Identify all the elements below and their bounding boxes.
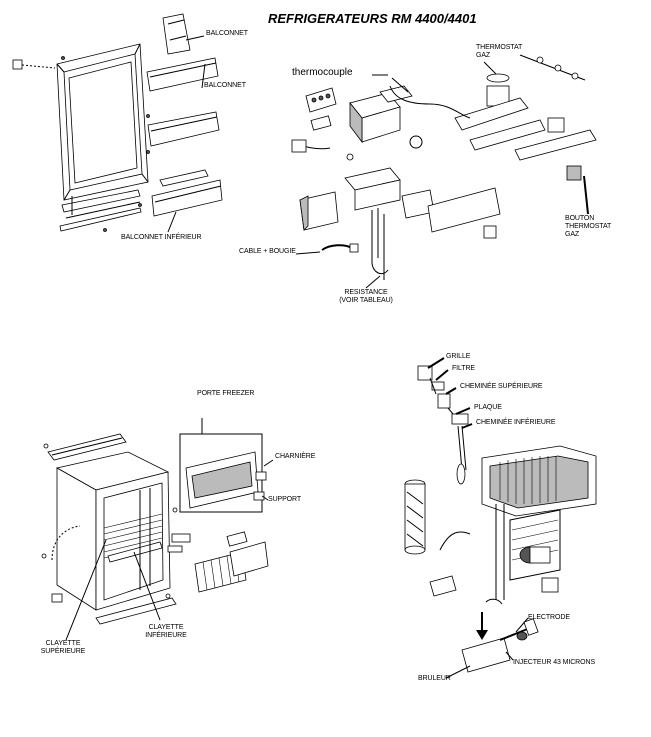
- label-cheminee-inferieure: CHEMINÉE INFÉRIEURE: [476, 419, 556, 426]
- label-cable-bougie: CABLE + BOUGIE: [239, 248, 296, 255]
- label-filtre: FILTRE: [452, 365, 475, 372]
- label-bouton-thermostat-line3: GAZ: [565, 231, 580, 238]
- label-plaque: PLAQUE: [474, 404, 502, 411]
- label-cheminee-superieure: CHEMINÉE SUPÉRIEURE: [460, 383, 543, 390]
- label-bruleur: BRULEUR: [418, 675, 451, 682]
- label-clayette-superieure: CLAYETTE SUPÉRIEURE: [40, 640, 86, 656]
- label-injecteur: INJECTEUR 43 MICRONS: [513, 659, 596, 666]
- door-assembly: [12, 13, 223, 233]
- page-title: REFRIGERATEURS RM 4400/4401: [268, 11, 477, 26]
- label-resistance-line1: RESISTANCE: [344, 289, 388, 296]
- label-bouton-thermostat-line2: THERMOSTAT: [565, 223, 612, 230]
- cabinet-assembly: [41, 418, 274, 641]
- label-thermostat-gaz: THERMOSTAT GAZ: [476, 44, 522, 60]
- burner-control-parts: [291, 54, 597, 289]
- label-thermocouple: thermocouple: [292, 67, 353, 78]
- label-charniere: CHARNIÈRE: [275, 453, 316, 460]
- label-bouton-thermostat-line1: BOUTON: [565, 215, 595, 222]
- label-bouton-thermostat: BOUTON THERMOSTAT GAZ: [565, 215, 611, 239]
- label-resistance-line2: (VOIR TABLEAU): [339, 297, 393, 304]
- label-clayette-inferieure: CLAYETTE INFÉRIEURE: [144, 624, 188, 640]
- label-balconnet-top: BALCONNET: [206, 30, 248, 37]
- label-clayette-inferieure-line1: CLAYETTE: [148, 624, 184, 631]
- label-porte-freezer: PORTE FREEZER: [197, 390, 255, 397]
- label-thermostat-gaz-line2: GAZ: [476, 52, 491, 59]
- label-clayette-inferieure-line2: INFÉRIEURE: [145, 632, 187, 639]
- label-support: SUPPORT: [268, 496, 302, 503]
- label-grille: GRILLE: [446, 353, 471, 360]
- label-balconnet-mid: BALCONNET: [204, 82, 246, 89]
- label-electrode: ELECTRODE: [528, 614, 570, 621]
- cooling-unit-assembly: [404, 357, 597, 679]
- label-clayette-superieure-line1: CLAYETTE: [45, 640, 81, 647]
- label-clayette-superieure-line2: SUPÉRIEURE: [40, 648, 86, 655]
- label-resistance: RESISTANCE (VOIR TABLEAU): [335, 289, 397, 305]
- label-thermostat-gaz-line1: THERMOSTAT: [476, 44, 523, 51]
- label-balconnet-inferieur: BALCONNET INFÉRIEUR: [121, 234, 202, 241]
